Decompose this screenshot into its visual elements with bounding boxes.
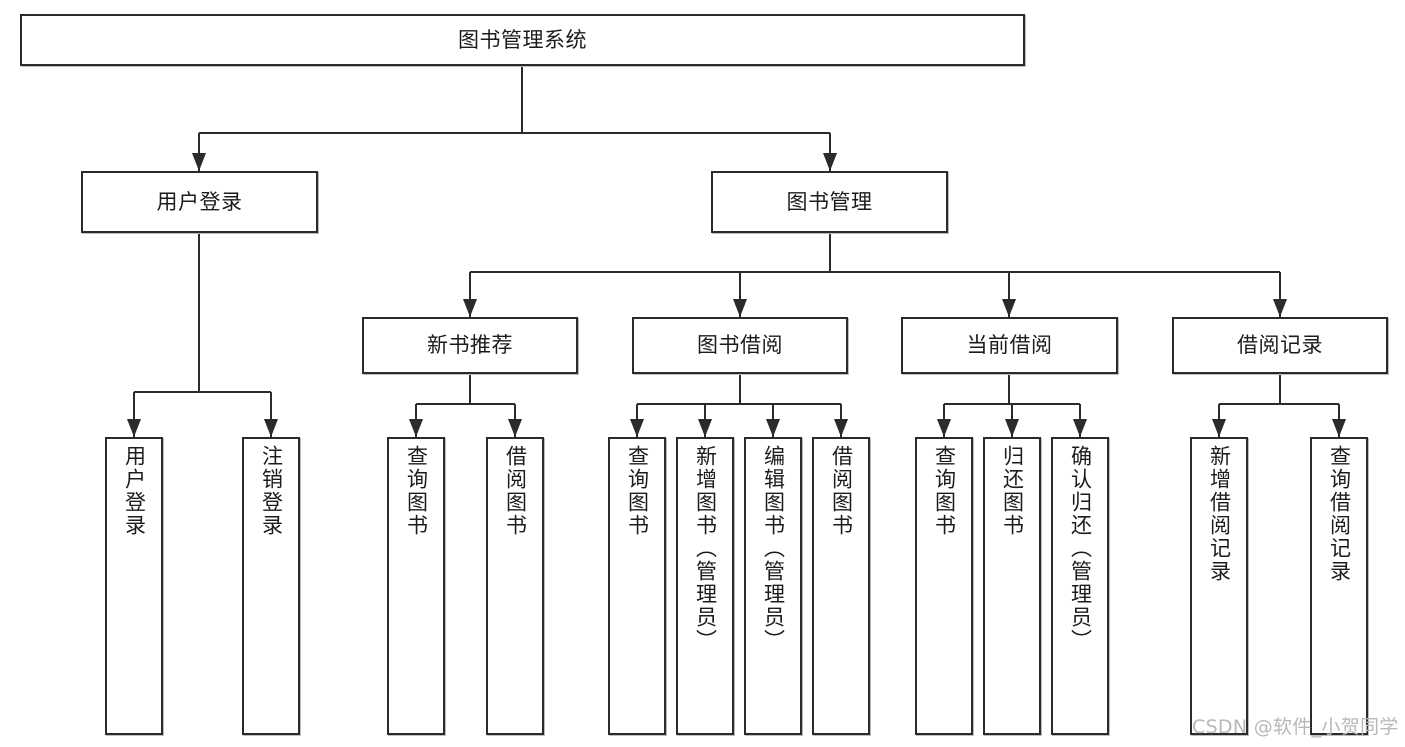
node-label-leaf_d1: 查询图书 bbox=[932, 445, 957, 537]
arrowhead-l2c bbox=[1002, 299, 1016, 317]
node-label-l2a: 新书推荐 bbox=[427, 333, 513, 358]
node-box-leaf_e2[interactable]: 查询借阅记录 bbox=[1310, 437, 1368, 735]
node-label-leaf_d3: 确认归还（管理员） bbox=[1068, 445, 1093, 652]
arrowhead-leaf_c4 bbox=[834, 419, 848, 437]
node-box-l2d[interactable]: 借阅记录 bbox=[1172, 317, 1388, 374]
arrowhead-leaf_c3 bbox=[766, 419, 780, 437]
node-box-leaf_b1[interactable]: 查询图书 bbox=[387, 437, 445, 735]
node-label-leaf_d2: 归还图书 bbox=[1000, 445, 1025, 537]
node-box-l1a[interactable]: 用户登录 bbox=[81, 171, 318, 233]
arrowhead-leaf_d3 bbox=[1073, 419, 1087, 437]
arrowhead-l2d bbox=[1273, 299, 1287, 317]
node-box-leaf_d3[interactable]: 确认归还（管理员） bbox=[1051, 437, 1109, 735]
arrowhead-l1b bbox=[823, 153, 837, 171]
arrowhead-leaf_d1 bbox=[937, 419, 951, 437]
arrowhead-leaf_b1 bbox=[409, 419, 423, 437]
arrowhead-l2b bbox=[733, 299, 747, 317]
edge-group-container bbox=[127, 66, 1346, 437]
csdn-watermark: CSDN @软件_小贺同学 bbox=[1192, 716, 1399, 738]
node-box-leaf_c2[interactable]: 新增图书（管理员） bbox=[676, 437, 734, 735]
node-label-leaf_b1: 查询图书 bbox=[404, 445, 429, 537]
node-box-leaf_b2[interactable]: 借阅图书 bbox=[486, 437, 544, 735]
node-label-leaf_e2: 查询借阅记录 bbox=[1327, 445, 1352, 583]
node-box-leaf_a1[interactable]: 用户登录 bbox=[105, 437, 163, 735]
node-label-root: 图书管理系统 bbox=[458, 27, 587, 52]
node-label-leaf_e1: 新增借阅记录 bbox=[1207, 445, 1232, 583]
node-label-leaf_a2: 注销登录 bbox=[259, 445, 284, 537]
node-label-leaf_c1: 查询图书 bbox=[625, 445, 650, 537]
node-label-leaf_c3: 编辑图书（管理员） bbox=[761, 445, 786, 652]
arrowhead-leaf_b2 bbox=[508, 419, 522, 437]
node-box-leaf_a2[interactable]: 注销登录 bbox=[242, 437, 300, 735]
node-label-l1a: 用户登录 bbox=[156, 189, 243, 214]
node-box-leaf_e1[interactable]: 新增借阅记录 bbox=[1190, 437, 1248, 735]
node-box-leaf_d2[interactable]: 归还图书 bbox=[983, 437, 1041, 735]
node-box-leaf_d1[interactable]: 查询图书 bbox=[915, 437, 973, 735]
node-label-leaf_c2: 新增图书（管理员） bbox=[693, 445, 718, 652]
arrowhead-leaf_e2 bbox=[1332, 419, 1346, 437]
node-box-l2a[interactable]: 新书推荐 bbox=[362, 317, 578, 374]
arrowhead-leaf_a2 bbox=[264, 419, 278, 437]
node-box-leaf_c1[interactable]: 查询图书 bbox=[608, 437, 666, 735]
node-box-leaf_c4[interactable]: 借阅图书 bbox=[812, 437, 870, 735]
node-label-l2b: 图书借阅 bbox=[697, 333, 783, 358]
node-label-l1b: 图书管理 bbox=[786, 189, 873, 214]
node-label-leaf_b2: 借阅图书 bbox=[503, 445, 528, 537]
node-label-l2c: 当前借阅 bbox=[966, 333, 1053, 358]
arrowhead-leaf_a1 bbox=[127, 419, 141, 437]
node-box-l1b[interactable]: 图书管理 bbox=[711, 171, 948, 233]
node-label-leaf_a1: 用户登录 bbox=[122, 445, 147, 537]
arrowhead-leaf_e1 bbox=[1212, 419, 1226, 437]
node-box-l2c[interactable]: 当前借阅 bbox=[901, 317, 1118, 374]
node-box-leaf_c3[interactable]: 编辑图书（管理员） bbox=[744, 437, 802, 735]
arrowhead-l2a bbox=[463, 299, 477, 317]
node-box-l2b[interactable]: 图书借阅 bbox=[632, 317, 848, 374]
arrowhead-leaf_c1 bbox=[630, 419, 644, 437]
node-label-l2d: 借阅记录 bbox=[1237, 333, 1323, 358]
node-box-root[interactable]: 图书管理系统 bbox=[20, 14, 1025, 66]
arrowhead-leaf_c2 bbox=[698, 419, 712, 437]
arrowhead-leaf_d2 bbox=[1005, 419, 1019, 437]
arrowhead-l1a bbox=[192, 153, 206, 171]
node-label-leaf_c4: 借阅图书 bbox=[829, 445, 854, 537]
